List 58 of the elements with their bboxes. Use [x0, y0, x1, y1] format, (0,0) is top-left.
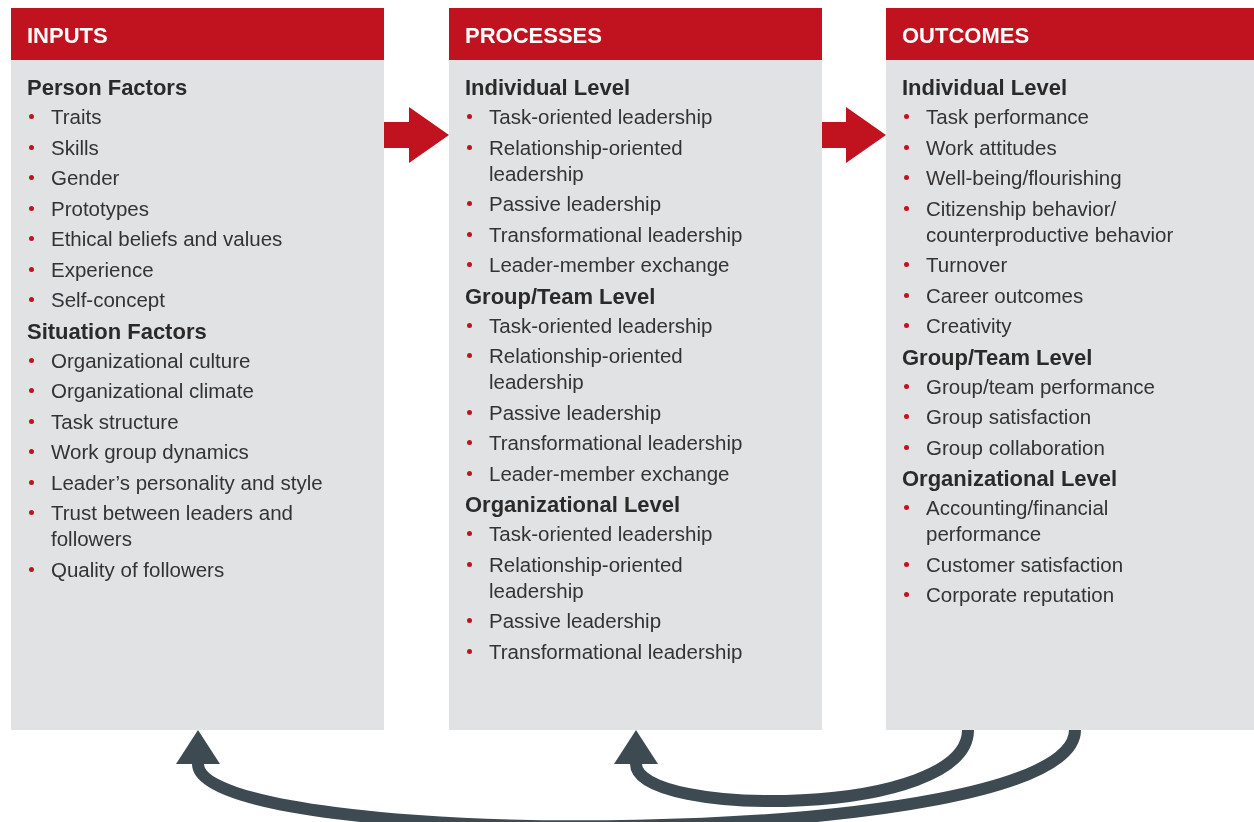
section-heading: Individual Level — [902, 74, 1069, 102]
section-heading: Group/Team Level — [465, 282, 657, 311]
column-panel — [11, 8, 384, 730]
section-heading: Organizational Level — [465, 491, 682, 519]
list-item: Group collaboration — [902, 434, 1211, 461]
list-item: Transformational leadership — [465, 221, 774, 248]
list-item: Task performance — [902, 104, 1211, 130]
list-item: Task structure — [27, 408, 336, 435]
list-item: Leader-member exchange — [465, 252, 774, 278]
list-item: Task-oriented leadership — [465, 312, 774, 339]
list-item: Gender — [27, 165, 336, 191]
list-item: Task-oriented leadership — [465, 104, 774, 130]
list-item: Leader-member exchange — [465, 460, 774, 487]
column-panel — [886, 8, 1254, 730]
section-heading: Group/Team Level — [902, 343, 1094, 372]
list-item: Corporate reputation — [902, 582, 1211, 608]
section-heading: Individual Level — [465, 74, 632, 102]
list-item: Creativity — [902, 313, 1211, 339]
list-item: Work group dynamics — [27, 439, 336, 465]
list-item: Traits — [27, 104, 336, 130]
list-item: Skills — [27, 134, 336, 161]
column-header: PROCESSES — [449, 8, 822, 60]
column-panel — [449, 8, 822, 730]
list-item: Prototypes — [27, 195, 336, 222]
column-header: INPUTS — [11, 8, 384, 60]
section-heading: Person Factors — [27, 74, 189, 102]
list-item: Transformational leadership — [465, 430, 774, 456]
list-item: Work attitudes — [902, 134, 1211, 161]
feedback-arrow — [616, 728, 974, 807]
column-header: OUTCOMES — [886, 8, 1254, 60]
list-item: Passive leadership — [465, 608, 774, 634]
list-item: Relationship-oriented leadership — [465, 551, 774, 604]
list-item: Career outcomes — [902, 282, 1211, 309]
list-item: Organizational culture — [27, 347, 336, 374]
list-item: Well-being/flourishing — [902, 165, 1211, 191]
list-item: Quality of followers — [27, 556, 336, 583]
list-item: Relationship-oriented leadership — [465, 134, 774, 187]
block-arrow — [384, 107, 449, 163]
list-item: Ethical beliefs and values — [27, 226, 336, 252]
list-item: Accounting/financial performance — [902, 495, 1211, 547]
section-heading: Situation Factors — [27, 317, 208, 346]
list-item: Citizenship behavior/ counterproductive behavior — [902, 195, 1211, 248]
list-item: Leader’s personality and style — [27, 469, 336, 496]
list-item: Trust between leaders and followers — [27, 500, 336, 552]
list-item: Group satisfaction — [902, 404, 1211, 430]
list-item: Group/team performance — [902, 373, 1211, 400]
list-item: Turnover — [902, 252, 1211, 278]
list-item: Passive leadership — [465, 191, 774, 217]
section-heading: Organizational Level — [902, 465, 1119, 493]
list-item: Relationship-oriented leadership — [465, 343, 774, 395]
list-item: Task-oriented leadership — [465, 521, 774, 547]
list-item: Organizational climate — [27, 378, 336, 404]
list-item: Passive leadership — [465, 399, 774, 426]
list-item: Self-concept — [27, 287, 336, 313]
list-item: Transformational leadership — [465, 638, 774, 665]
list-item: Experience — [27, 256, 336, 283]
block-arrow — [822, 107, 886, 163]
list-item: Customer satisfaction — [902, 551, 1211, 578]
